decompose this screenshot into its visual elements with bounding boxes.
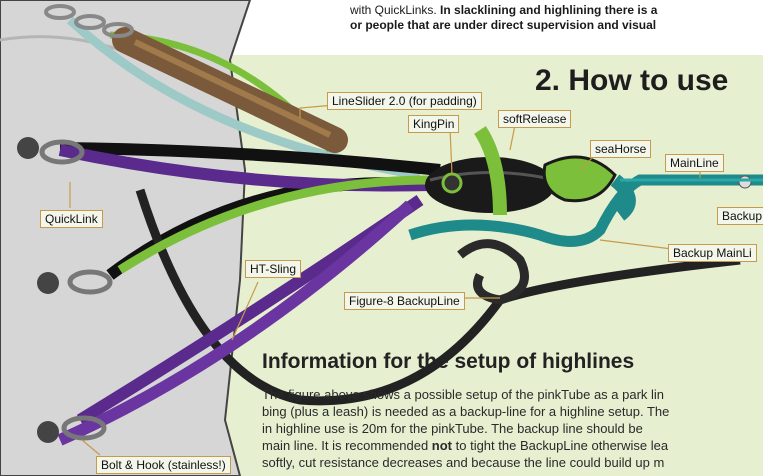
label-seahorse: seaHorse: [590, 140, 652, 158]
kingpin-icon: [441, 172, 463, 194]
anchor-bolt-2: [37, 269, 113, 295]
seahorse-icon: [542, 155, 617, 203]
info-paragraph: The figure above shows a possible setup …: [262, 387, 670, 470]
line-roll: [425, 157, 555, 213]
softrelease-strap: [474, 126, 507, 216]
label-softrelease: softRelease: [498, 110, 572, 128]
section-title: 2. How to use: [535, 64, 729, 97]
figure-8-knot: [457, 239, 529, 305]
purple-webbing-3: [57, 200, 415, 446]
black-webbing-top: [59, 142, 441, 176]
green-sling: [117, 175, 431, 274]
label-backup-mainline: Backup MainLi: [668, 244, 757, 262]
anchor-bolt-1: [17, 137, 85, 165]
intro-text: with QuickLinks. In slacklining and high…: [350, 3, 658, 32]
chain-links: [44, 4, 134, 38]
label-figure8: Figure-8 BackupLine: [344, 292, 465, 310]
label-mainline: MainLine: [665, 154, 724, 172]
label-backup: Backup: [717, 207, 763, 225]
label-kingpin: KingPin: [408, 115, 460, 133]
black-webbing-lower: [135, 188, 741, 406]
label-quicklink: QuickLink: [40, 210, 103, 228]
label-bolt-hook: Bolt & Hook (stainless!): [96, 456, 231, 474]
label-ht-sling: HT-Sling: [245, 260, 302, 278]
info-heading: Information for the setup of highlines: [262, 350, 635, 373]
label-lineslider: LineSlider 2.0 (for padding): [327, 92, 482, 110]
anchor-bolt-3: [37, 415, 107, 443]
